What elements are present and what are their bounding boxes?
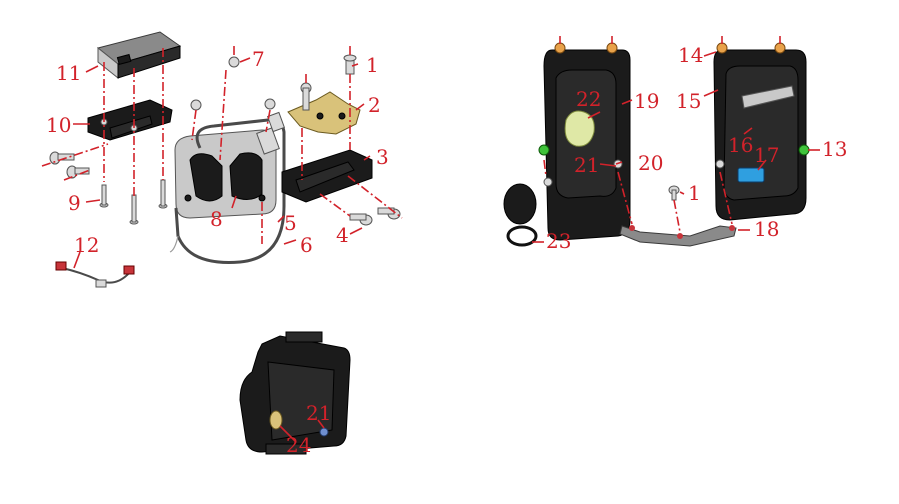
part-4-screws [349, 207, 401, 226]
callout-6: 6 [300, 233, 313, 257]
callout-21-top: 21 [574, 153, 599, 177]
callout-18: 18 [754, 217, 779, 241]
callout-15: 15 [676, 89, 701, 113]
callout-13: 13 [822, 137, 847, 161]
part-3-latch-bracket [281, 149, 373, 203]
side-screws [49, 151, 90, 179]
callout-22: 22 [576, 87, 601, 111]
callout-24: 24 [286, 433, 311, 457]
callout-9: 9 [68, 191, 81, 215]
part-15-box [713, 42, 810, 221]
callout-7: 7 [252, 47, 265, 71]
callout-4: 4 [336, 223, 349, 247]
callout-5: 5 [284, 211, 297, 235]
callout-14: 14 [678, 43, 703, 67]
callout-19: 19 [634, 89, 659, 113]
part-19-box [538, 42, 631, 241]
part-5-6-cable [169, 111, 286, 264]
part-11-cover [96, 31, 182, 80]
callout-2: 2 [368, 93, 381, 117]
callout-1-left: 1 [366, 53, 379, 77]
callout-20: 20 [638, 151, 663, 175]
callout-1-right: 1 [688, 181, 701, 205]
part-18-bracket [619, 225, 737, 247]
callout-16: 16 [728, 133, 753, 157]
part-7-nuts [190, 56, 276, 111]
callout-12: 12 [74, 233, 99, 257]
callout-11: 11 [56, 61, 81, 85]
bottom-assembly: 21 24 [239, 331, 351, 457]
part-12-wire [55, 261, 135, 288]
part-9-screws [99, 179, 168, 225]
callout-21-bottom: 21 [306, 401, 331, 425]
callout-8: 8 [210, 207, 223, 231]
callout-17: 17 [754, 143, 779, 167]
part-23-cap [503, 183, 538, 247]
part-1-screw-right [668, 185, 680, 201]
part-8-housing [174, 129, 277, 219]
callout-3: 3 [376, 145, 389, 169]
left-assembly: 11 10 9 12 8 7 1 2 3 4 5 6 [41, 31, 403, 288]
part-2-lock-plate [287, 82, 361, 135]
callout-10: 10 [46, 113, 71, 137]
right-assembly: 14 15 19 22 21 20 1 16 17 13 18 23 [503, 36, 847, 253]
part-10-bracket [87, 99, 173, 141]
callout-23: 23 [546, 229, 571, 253]
